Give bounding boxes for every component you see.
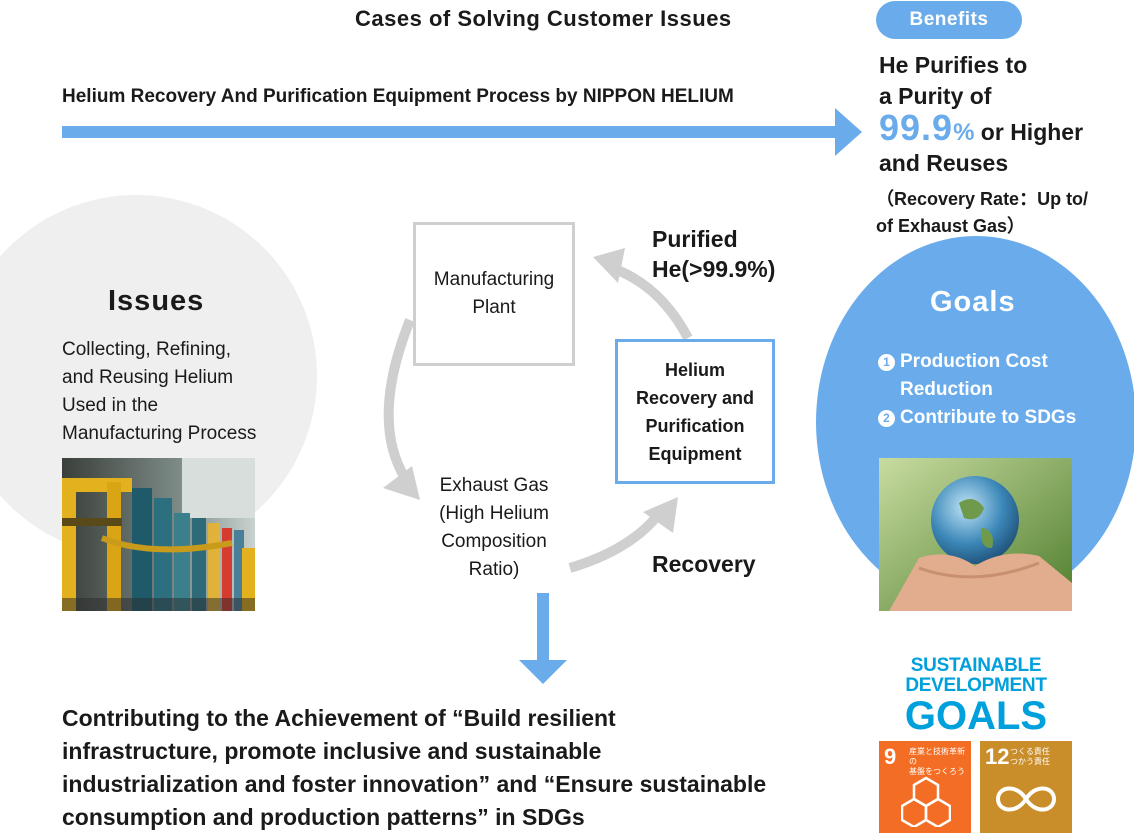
- benefit-statement: He Purifies to a Purity of 99.9% or High…: [879, 50, 1129, 179]
- page-title: Cases of Solving Customer Issues: [355, 6, 732, 31]
- goal-label-continued: Reduction: [900, 379, 993, 400]
- equipment-label-line: Purification: [645, 415, 745, 436]
- plant-label-line: Manufacturing: [433, 269, 555, 290]
- process-arrow: [62, 108, 862, 156]
- purity-suffix: or Higher: [974, 119, 1084, 145]
- purified-line: He(>99.9%): [652, 256, 776, 282]
- equipment-label-line: Recovery and: [635, 387, 755, 408]
- goal-item: 1 Production Cost: [878, 348, 1076, 376]
- sdg-logo-line: DEVELOPMENT: [905, 675, 1047, 696]
- conclusion-line: infrastructure, promote inclusive and su…: [62, 738, 602, 764]
- conclusion-line: Contributing to the Achievement of “Buil…: [62, 705, 616, 731]
- arrow-head-exhaust: [383, 466, 420, 500]
- sdg-goal-text-line: つかう責任: [1010, 757, 1050, 766]
- goal-label: Contribute to SDGs: [900, 407, 1077, 428]
- benefit-note: （Recovery Rate：Up to/ of Exhaust Gas）: [876, 186, 1131, 240]
- goal-number-badge: 1: [878, 354, 895, 371]
- issues-title: Issues: [108, 285, 205, 317]
- equipment-label-line: Helium: [664, 359, 725, 380]
- exhaust-line: Exhaust Gas: [439, 475, 549, 496]
- benefit-note-line-2: of Exhaust Gas）: [876, 216, 1026, 236]
- goals-list: 1 Production Cost Reduction 2 Contribute t…: [878, 348, 1076, 432]
- conclusion-text: Contributing to the Achievement of “Buil…: [62, 702, 862, 834]
- sdg-logo-line: SUSTAINABLE: [910, 655, 1042, 676]
- arrow-exhaust-to-equipment: [568, 511, 662, 573]
- plant-label-line: Plant: [472, 297, 516, 318]
- exhaust-gas-label: Exhaust Gas (High Helium Composition Rat…: [413, 472, 575, 584]
- issues-line: and Reusing Helium: [62, 367, 234, 388]
- purified-he-label: Purified He(>99.9%): [652, 224, 775, 284]
- sdg-goal-text: 産業と技術革新の 基盤をつくろう: [909, 747, 971, 777]
- issues-line: Manufacturing Process: [62, 423, 257, 444]
- gas-cylinders-photo: [62, 458, 255, 611]
- goal-item: 2 Contribute to SDGs: [878, 404, 1076, 432]
- sdg-goal-text: つくる責任 つかう責任: [1010, 747, 1050, 767]
- recovery-label: Recovery: [652, 551, 756, 577]
- arrow-equipment-to-plant: [610, 263, 693, 341]
- sdg-goal-text-line: 基盤をつくろう: [909, 767, 965, 776]
- purity-unit: %: [953, 119, 975, 146]
- benefit-line-3: 99.9% or Higher: [879, 110, 1129, 148]
- goal-label: Production Cost: [900, 351, 1048, 372]
- arrow-head-equipment: [643, 497, 678, 533]
- goals-title: Goals: [930, 286, 1016, 318]
- arrow-plant-to-exhaust: [383, 318, 415, 481]
- equipment-label-line: Equipment: [648, 443, 742, 464]
- sdg-goal-9-icon: 9 産業と技術革新の 基盤をつくろう: [879, 741, 971, 833]
- conclusion-line: industrialization and foster innovation”…: [62, 771, 767, 797]
- benefit-line-2: a Purity of: [879, 83, 992, 109]
- infinity-icon: [995, 786, 1057, 812]
- sdg-goal-12-icon: 12 つくる責任 つかう責任: [980, 741, 1072, 833]
- recovery-equipment-box: Helium Recovery and Purification Equipme…: [615, 339, 775, 484]
- sdg-logo-goals: GOALS: [904, 694, 1048, 738]
- down-arrow-head: [519, 660, 567, 684]
- sdg-goal-number: 12: [985, 744, 1010, 769]
- issues-description: Collecting, Refining, and Reusing Helium…: [62, 336, 312, 448]
- issues-line: Collecting, Refining,: [62, 339, 231, 360]
- sdg-goal-text-line: 産業と技術革新の: [909, 747, 965, 766]
- down-arrow-shaft: [537, 593, 549, 663]
- arrow-head-plant: [593, 248, 625, 283]
- purity-value: 99.9: [879, 107, 954, 148]
- manufacturing-plant-box: Manufacturing Plant: [413, 222, 575, 366]
- exhaust-line: Composition: [441, 531, 547, 552]
- issues-line: Used in the: [62, 395, 159, 416]
- purified-line: Purified: [652, 226, 738, 252]
- benefits-badge: Benefits: [876, 1, 1022, 39]
- sdg-goal-number: 9: [884, 744, 897, 769]
- process-label: Helium Recovery And Purification Equipme…: [62, 86, 734, 107]
- benefit-line-4: and Reuses: [879, 150, 1009, 176]
- earth-in-hands-photo: [879, 458, 1072, 611]
- sdg-logo: SUSTAINABLE DEVELOPMENT GOALS: [904, 655, 1048, 738]
- conclusion-line: consumption and production patterns” in …: [62, 804, 585, 830]
- benefit-line-1: He Purifies to: [879, 52, 1028, 78]
- goal-number-badge: 2: [878, 410, 895, 427]
- exhaust-line: (High Helium: [439, 503, 549, 524]
- exhaust-line: Ratio): [468, 559, 520, 580]
- cubes-icon: [901, 776, 951, 827]
- sdg-goal-text-line: つくる責任: [1010, 747, 1050, 756]
- benefit-note-line-1: （Recovery Rate：Up to/: [876, 189, 1089, 209]
